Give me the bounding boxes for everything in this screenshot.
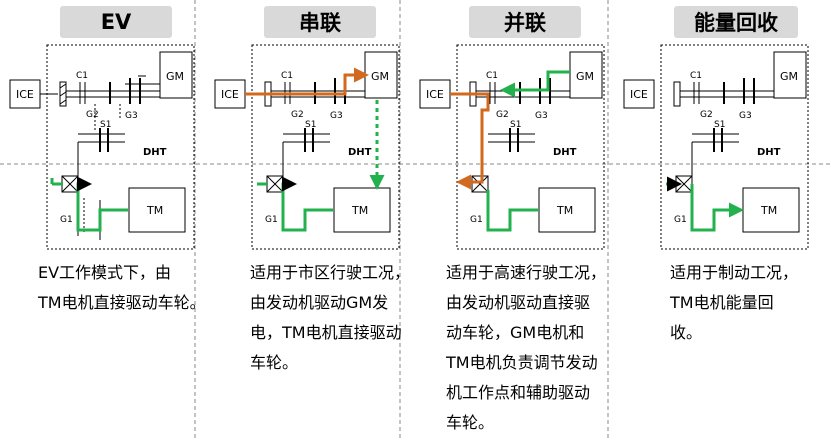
svg-text:GM: GM [371,70,389,83]
svg-text:TM: TM [146,204,163,217]
dht-boundary [46,44,195,250]
svg-text:S1: S1 [714,120,725,130]
svg-text:G2: G2 [496,110,509,120]
svg-text:TM: TM [556,204,573,217]
svg-text:G3: G3 [535,111,548,121]
diagram-series: ICE C1 GM G2 G3 S1 DHT TM G1 [214,44,400,250]
ice-label: ICE [16,88,34,101]
svg-text:GM: GM [780,70,798,83]
svg-text:GM: GM [166,70,184,83]
svg-text:G1: G1 [470,215,483,225]
svg-text:ICE: ICE [426,88,444,101]
svg-text:C1: C1 [76,71,88,81]
svg-text:GM: GM [576,70,594,83]
regen-flow-path [690,184,744,232]
diagram-parallel: ICE C1 GM G2 G3 S1 DHT TM G1 [419,44,605,250]
svg-text:DHT: DHT [757,147,781,158]
svg-text:S1: S1 [100,120,111,130]
svg-text:C1: C1 [690,71,702,81]
panel-title-series: 串联 [264,6,376,38]
svg-text:ICE: ICE [630,88,648,101]
svg-text:ICE: ICE [221,88,239,101]
svg-text:S1: S1 [510,120,521,130]
desc-parallel: 适用于高速行驶工况， 由发动机驱动直接驱 动车轮，GM电机和 TM电机负责调节发… [446,263,607,432]
engine-flow-path [450,92,490,190]
engine-flow-path [245,67,369,96]
svg-text:G3: G3 [125,111,138,121]
panel-title-regen: 能量回收 [674,6,798,38]
svg-text:G3: G3 [739,111,752,121]
svg-text:G2: G2 [700,110,713,120]
gm-box [159,51,193,99]
tm-box [128,187,186,233]
svg-text:G2: G2 [291,110,304,120]
panel-title-parallel: 并联 [469,6,581,38]
svg-text:S1: S1 [305,120,316,130]
svg-text:DHT: DHT [348,147,372,158]
diagram-regen: ICE C1 GM G2 G3 S1 DHT TM G1 [623,44,809,250]
svg-text:G1: G1 [265,215,278,225]
desc-series: 适用于市区行驶工况， 由发动机驱动GM发 电，TM电机直接驱动 车轮。 [250,263,411,372]
svg-text:C1: C1 [486,71,498,81]
svg-text:G3: G3 [330,111,343,121]
svg-text:G1: G1 [674,215,687,225]
desc-ev: EV工作模式下，由 TM电机直接驱动车轮。 [38,263,206,312]
diagram-ev: ICE C1 GM G2 G3 S1 DHT TM [9,44,195,250]
svg-text:DHT: DHT [553,147,577,158]
desc-regen: 适用于制动工况， TM电机能量回 收。 [670,263,799,342]
svg-text:G1: G1 [60,215,73,225]
svg-text:G2: G2 [86,110,99,120]
svg-text:TM: TM [351,204,368,217]
electric-flow-path [500,70,570,98]
svg-text:DHT: DHT [143,147,167,158]
svg-text:C1: C1 [281,71,293,81]
svg-text:TM: TM [760,204,777,217]
electric-flow-path [76,176,128,232]
panel-title-ev: EV [60,6,172,38]
